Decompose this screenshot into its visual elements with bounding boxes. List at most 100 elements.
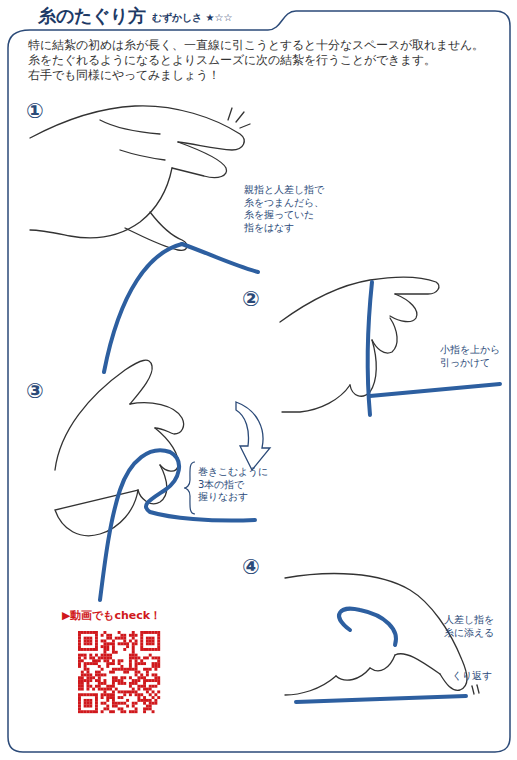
- qr-module: [103, 702, 106, 705]
- qr-module: [103, 651, 106, 654]
- qr-module: [143, 702, 146, 705]
- qr-module: [146, 668, 149, 671]
- qr-module: [81, 648, 84, 651]
- qr-module: [89, 637, 92, 640]
- qr-module: [157, 645, 160, 648]
- qr-module: [103, 631, 106, 634]
- qr-module: [143, 710, 146, 713]
- qr-module: [78, 659, 81, 662]
- qr-module: [109, 634, 112, 637]
- qr-module: [92, 662, 95, 665]
- step-number: ②: [242, 286, 260, 312]
- qr-module: [84, 654, 87, 657]
- step-note: 人差し指を 糸に添える: [444, 614, 504, 639]
- qr-module: [78, 642, 81, 645]
- qr-module: [89, 705, 92, 708]
- qr-module: [84, 662, 87, 665]
- qr-module: [86, 637, 89, 640]
- qr-module: [140, 673, 143, 676]
- qr-module: [129, 690, 132, 693]
- qr-module: [101, 702, 104, 705]
- qr-module: [109, 671, 112, 674]
- qr-module: [152, 710, 155, 713]
- qr-module: [78, 688, 81, 691]
- qr-module: [106, 642, 109, 645]
- qr-module: [95, 642, 98, 645]
- qr-module: [146, 690, 149, 693]
- qr-module: [106, 648, 109, 651]
- qr-module: [152, 702, 155, 705]
- qr-module: [154, 685, 157, 688]
- qr-module: [118, 662, 121, 665]
- qr-module: [129, 685, 132, 688]
- qr-module: [154, 693, 157, 696]
- qr-module: [146, 688, 149, 691]
- qr-module: [92, 659, 95, 662]
- qr-module: [149, 654, 152, 657]
- qr-module: [81, 682, 84, 685]
- qr-module: [112, 679, 115, 682]
- qr-module: [106, 654, 109, 657]
- qr-module: [132, 668, 135, 671]
- qr-module: [84, 668, 87, 671]
- qr-module: [120, 707, 123, 710]
- qr-module: [143, 676, 146, 679]
- qr-module: [154, 656, 157, 659]
- qr-module: [152, 639, 155, 642]
- qr-module: [78, 710, 81, 713]
- qr-module: [157, 634, 160, 637]
- qr-module: [101, 645, 104, 648]
- qr-module: [92, 656, 95, 659]
- qr-module: [89, 642, 92, 645]
- qr-module: [149, 699, 152, 702]
- qr-module: [95, 645, 98, 648]
- qr-module: [112, 699, 115, 702]
- qr-module: [120, 642, 123, 645]
- qr-module: [120, 668, 123, 671]
- qr-module: [132, 690, 135, 693]
- qr-module: [89, 631, 92, 634]
- qr-module: [95, 659, 98, 662]
- qr-module: [118, 659, 121, 662]
- qr-module: [149, 668, 152, 671]
- qr-module: [135, 668, 138, 671]
- qr-module: [132, 679, 135, 682]
- qr-module: [137, 662, 140, 665]
- step-number: ③: [26, 378, 44, 404]
- qr-module: [101, 682, 104, 685]
- qr-module: [101, 639, 104, 642]
- qr-module: [81, 688, 84, 691]
- qr-module: [129, 654, 132, 657]
- qr-module: [129, 639, 132, 642]
- qr-module: [120, 679, 123, 682]
- qr-module: [78, 631, 81, 634]
- qr-module: [154, 702, 157, 705]
- qr-module: [78, 702, 81, 705]
- qr-module: [149, 631, 152, 634]
- qr-module: [89, 679, 92, 682]
- qr-module: [95, 631, 98, 634]
- qr-module: [78, 648, 81, 651]
- qr-module: [78, 665, 81, 668]
- qr-module: [152, 642, 155, 645]
- qr-module: [89, 710, 92, 713]
- qr-module: [84, 631, 87, 634]
- qr-module: [112, 648, 115, 651]
- qr-module: [109, 642, 112, 645]
- qr-module: [135, 642, 138, 645]
- qr-module: [157, 665, 160, 668]
- qr-module: [109, 696, 112, 699]
- qr-module: [135, 671, 138, 674]
- qr-module: [92, 710, 95, 713]
- qr-module: [132, 688, 135, 691]
- qr-module: [86, 702, 89, 705]
- qr-module: [112, 659, 115, 662]
- qr-module: [106, 696, 109, 699]
- qr-module: [154, 676, 157, 679]
- qr-module: [137, 685, 140, 688]
- qr-module: [92, 693, 95, 696]
- qr-module: [106, 637, 109, 640]
- qr-module: [89, 654, 92, 657]
- qr-module: [129, 710, 132, 713]
- qr-module: [112, 662, 115, 665]
